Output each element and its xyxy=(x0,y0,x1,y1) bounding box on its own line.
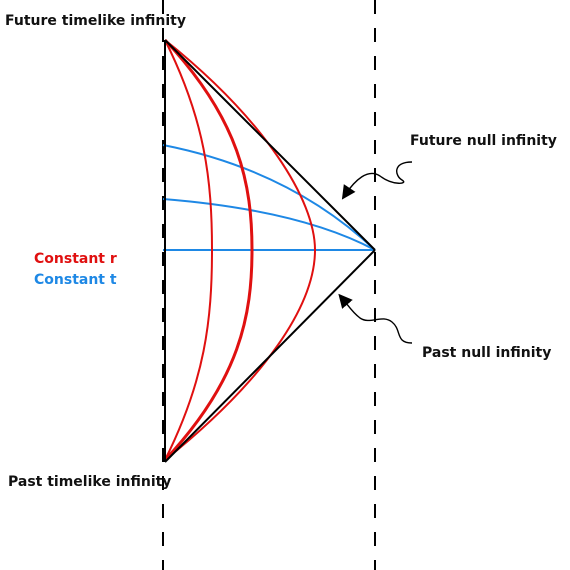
future-null-infinity-label: Future null infinity xyxy=(410,133,557,149)
past-null-edge xyxy=(164,249,376,463)
past-null-infinity-label: Past null infinity xyxy=(422,345,551,361)
constant-t-curve-1 xyxy=(162,144,376,251)
future-null-arrow xyxy=(341,161,413,200)
past-null-arrow xyxy=(338,293,413,344)
constant-r-curve-2 xyxy=(163,38,254,462)
past-timelike-infinity-label: Past timelike infinity xyxy=(8,474,171,490)
constant-t-curve-2 xyxy=(162,198,376,251)
constant-r-curves xyxy=(163,38,317,462)
constant-r-legend: Constant r xyxy=(34,251,117,267)
constant-r-curve-3 xyxy=(164,39,317,461)
constant-t-legend: Constant t xyxy=(34,272,117,288)
diagram-outline xyxy=(164,39,376,463)
constant-t-curves xyxy=(162,144,376,251)
future-timelike-infinity-label: Future timelike infinity xyxy=(5,13,186,29)
constant-r-curve-1 xyxy=(164,39,214,461)
future-null-edge xyxy=(164,39,376,251)
